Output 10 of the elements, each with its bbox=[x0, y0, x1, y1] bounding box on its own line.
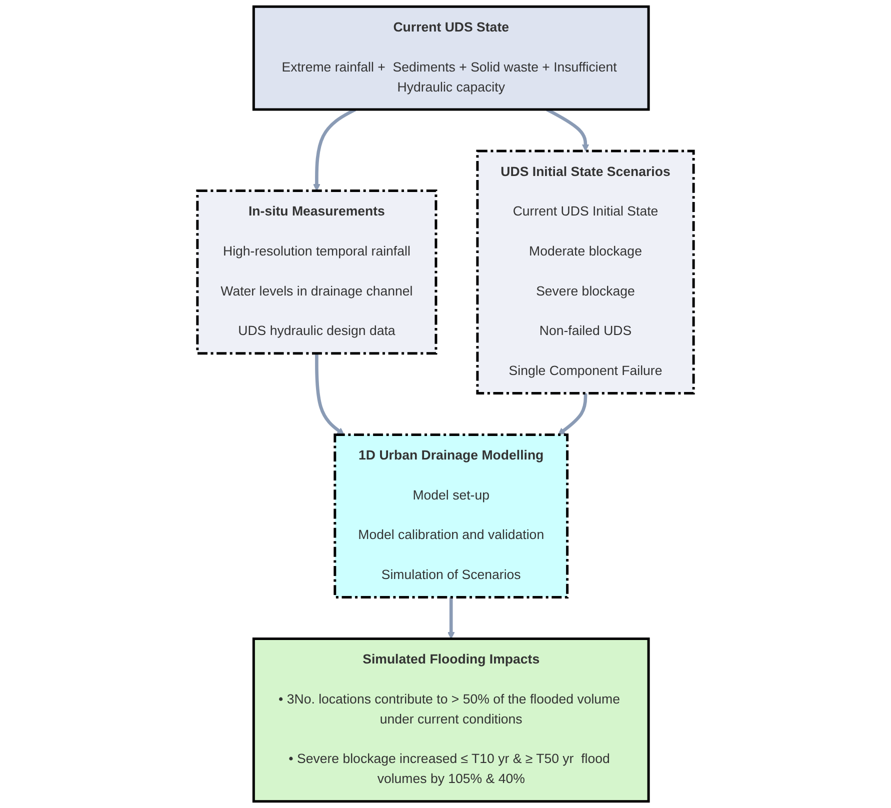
arrow bbox=[313, 108, 356, 192]
arrow bbox=[315, 353, 344, 436]
node-box: Current UDS State Extreme rainfall + Sediments + Solid waste + Insufficient Hydraulic capacity bbox=[252, 5, 650, 111]
node-box: 1D Urban Drainage Modelling Model set-up Model calibration and validation Simulation of Scenarios bbox=[334, 433, 569, 599]
arrow bbox=[546, 108, 590, 152]
node-box: In-situ Measurements High-resolution temporal rainfall Water levels in drainage channel UDS hydraulic design data bbox=[196, 190, 438, 355]
arrow bbox=[558, 393, 588, 436]
node-box: UDS Initial State Scenarios Current UDS Initial State Moderate blockage Severe blockage Non-failed UDS Single Component Failure bbox=[476, 150, 695, 394]
node-box: Simulated Flooding Impacts • 3No. locations contribute to > 50% of the flooded volume under current conditions • Severe blockage increased ≤ T10 yr & ≥ T50 yr flood volumes by 105% & 40% bbox=[252, 638, 650, 803]
arrow bbox=[447, 597, 455, 640]
